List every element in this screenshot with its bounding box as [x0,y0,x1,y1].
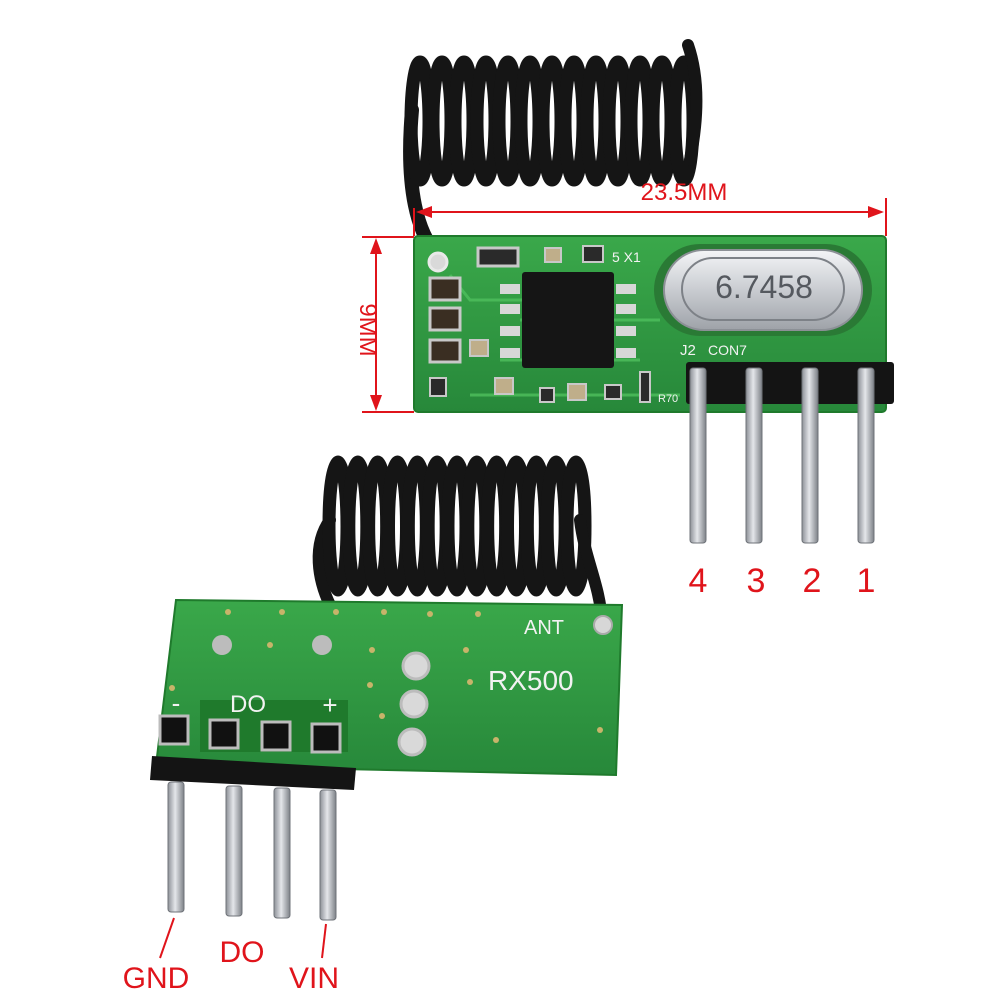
coil-turn [580,55,612,187]
antenna-pad [427,251,449,273]
crystal-oscillator: 6.7458 [654,244,872,336]
ant-label: ANT [524,617,564,639]
header-pin [857,367,875,544]
ic-chip [500,272,636,368]
top-pcb-board: 6.7458 5 X1 J2 CON7 R70 [413,235,887,413]
pin-number-3: 3 [747,562,766,600]
pcb-pads [169,609,613,757]
crystal-label: 6.7458 [715,269,813,305]
header-pin [745,367,763,544]
coil-turn [426,55,458,187]
coil-turn [492,55,524,187]
header-pin [273,787,291,919]
header-pin [319,789,337,921]
bottom-pin-pads [158,700,348,754]
header-pin [689,367,707,544]
bottom-pcb-board: - DO + ANT RX500 [154,598,624,777]
header-pin [167,781,185,913]
pin-number-2: 2 [803,562,822,600]
silk-con7: CON7 [708,342,747,358]
length-label: 23.5MM [641,179,728,206]
header-pin [225,785,243,917]
coil-turn [448,55,480,187]
silk-r70: R70 [658,393,678,405]
coil-turn [404,55,436,187]
coil-turn [602,55,634,187]
pin-number-1: 1 [857,562,876,600]
header-pin [801,367,819,544]
height-dimension [362,236,414,413]
length-dimension [413,198,887,236]
pin-label-gnd: GND [123,962,190,995]
pin-number-4: 4 [689,562,708,600]
bottom-pin-header [150,756,356,921]
silk-gnd-symbol: - [172,688,181,718]
coil-turn [536,55,568,187]
silk-plus: + [322,690,337,720]
silk-j2: J2 [680,342,696,359]
coil-turn [514,55,546,187]
top-pin-header [686,362,894,544]
height-label: 9MM [354,303,381,356]
top-pin-numbers: 4 3 2 1 [689,562,876,600]
model-label: RX500 [488,665,574,696]
silk-do: DO [230,691,266,718]
coil-turn [470,55,502,187]
coil-turn [558,55,590,187]
coil-turn [646,55,678,187]
pin-label-vin: VIN [289,962,339,995]
pin-label-do: DO [220,936,265,969]
coil-turn [624,55,656,187]
bottom-antenna-coil [312,455,608,628]
top-antenna-coil [403,39,703,262]
silk-x1: 5 X1 [612,249,641,265]
bottom-pin-labels: GND DO VIN [123,917,339,995]
smd-components [428,245,651,403]
